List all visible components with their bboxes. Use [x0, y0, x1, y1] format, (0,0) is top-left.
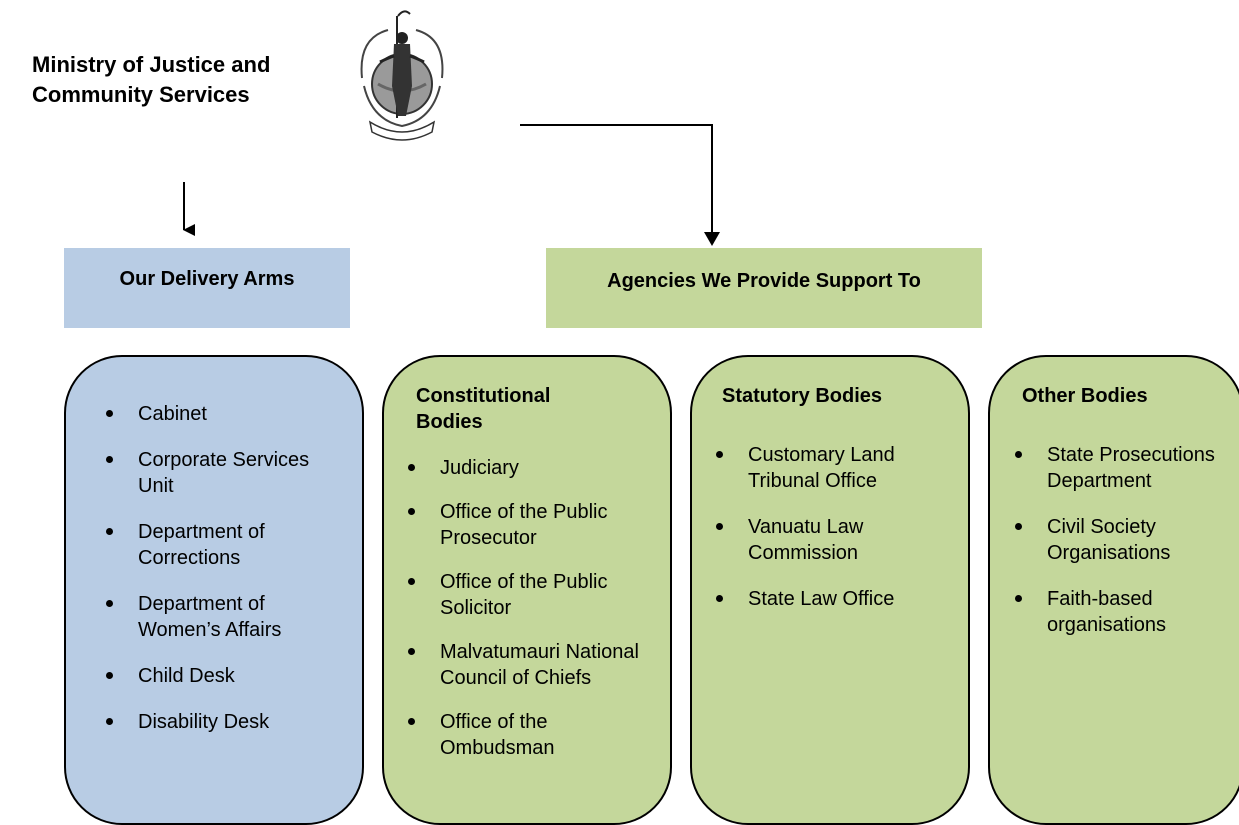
bullet-icon — [1015, 595, 1022, 602]
support-agencies-heading: Agencies We Provide Support To — [607, 270, 921, 292]
other-bodies-card: Other Bodies State Prosecutions Departme… — [988, 355, 1239, 825]
list-item: Department of Women’s Affairs — [106, 591, 338, 643]
other-bodies-list: State Prosecutions Department Civil Soci… — [1015, 442, 1217, 638]
bullet-icon — [408, 578, 415, 585]
bullet-icon — [1015, 523, 1022, 530]
bullet-icon — [106, 718, 113, 725]
bullet-icon — [408, 464, 415, 471]
constitutional-bodies-title: Constitutional Bodies — [416, 385, 551, 433]
other-bodies-title: Other Bodies — [1022, 385, 1148, 407]
bullet-icon — [408, 718, 415, 725]
bullet-icon — [408, 648, 415, 655]
constitutional-bodies-card: Constitutional Bodies Judiciary Office o… — [382, 355, 672, 825]
list-item: Corporate Services Unit — [106, 447, 338, 499]
list-item: Customary Land Tribunal Office — [716, 442, 948, 494]
ministry-title: Ministry of Justice and Community Servic… — [32, 50, 332, 110]
bullet-icon — [1015, 451, 1022, 458]
delivery-arms-list: Cabinet Corporate Services Unit Departme… — [106, 401, 338, 735]
list-item: Cabinet — [106, 401, 338, 427]
delivery-arms-heading: Our Delivery Arms — [119, 268, 295, 290]
bullet-icon — [716, 451, 723, 458]
arrowhead-support-agencies — [704, 232, 720, 246]
bullet-icon — [106, 410, 113, 417]
list-item: Judiciary — [408, 455, 650, 481]
bullet-icon — [408, 508, 415, 515]
constitutional-bodies-list: Judiciary Office of the Public Prosecuto… — [408, 455, 650, 761]
bullet-icon — [716, 595, 723, 602]
bullet-icon — [106, 528, 113, 535]
vanuatu-coat-of-arms-emblem — [352, 8, 452, 148]
list-item: Department of Corrections — [106, 519, 338, 571]
bullet-icon — [106, 672, 113, 679]
statutory-bodies-title: Statutory Bodies — [722, 385, 883, 407]
list-item: Faith-based organisations — [1015, 586, 1217, 638]
list-item: State Prosecutions Department — [1015, 442, 1217, 494]
list-item: Malvatumauri National Council of Chiefs — [408, 639, 650, 691]
list-item: Civil Society Organisations — [1015, 514, 1217, 566]
support-agencies-header: Agencies We Provide Support To — [546, 248, 982, 328]
statutory-bodies-card: Statutory Bodies Customary Land Tribunal… — [690, 355, 970, 825]
list-item: Office of the Ombudsman — [408, 709, 650, 761]
list-item: Office of the Public Prosecutor — [408, 499, 650, 551]
statutory-bodies-list: Customary Land Tribunal Office Vanuatu L… — [716, 442, 948, 612]
delivery-arms-card: Cabinet Corporate Services Unit Departme… — [64, 355, 364, 825]
bullet-icon — [106, 456, 113, 463]
list-item: State Law Office — [716, 586, 948, 612]
list-item: Disability Desk — [106, 709, 338, 735]
ministry-title-line-2: Community Services — [32, 82, 250, 107]
list-item: Office of the Public Solicitor — [408, 569, 650, 621]
ministry-title-line-1: Ministry of Justice and — [32, 52, 271, 77]
delivery-arms-header: Our Delivery Arms — [64, 248, 350, 328]
list-item: Vanuatu Law Commission — [716, 514, 948, 566]
list-item: Child Desk — [106, 663, 338, 689]
arrow-to-support-agencies — [520, 124, 713, 242]
bullet-icon — [106, 600, 113, 607]
bullet-icon — [716, 523, 723, 530]
